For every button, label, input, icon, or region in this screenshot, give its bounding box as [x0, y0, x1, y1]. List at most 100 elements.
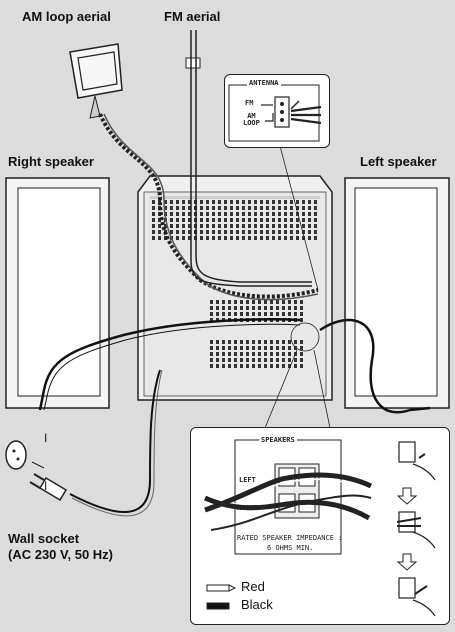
vent-slot	[270, 312, 273, 316]
vent-slot	[282, 352, 285, 356]
vent-slot	[200, 200, 203, 204]
vent-slot	[302, 200, 305, 204]
vent-slot	[282, 312, 285, 316]
vent-slot	[230, 206, 233, 210]
speakers-inset-title: SPEAKERS	[259, 436, 297, 444]
vent-slot	[152, 224, 155, 228]
vent-slot	[282, 346, 285, 350]
vent-slot	[222, 358, 225, 362]
vent-slot	[270, 300, 273, 304]
vent-slot	[314, 200, 317, 204]
vent-slot	[212, 218, 215, 222]
vent-slot	[284, 230, 287, 234]
vent-slot	[276, 352, 279, 356]
vent-slot	[246, 306, 249, 310]
vent-slot	[260, 206, 263, 210]
vent-slot	[308, 218, 311, 222]
vent-slot	[300, 340, 303, 344]
vent-slot	[308, 212, 311, 216]
am-loop-aerial-label: AM loop aerial	[22, 9, 111, 24]
vent-slot	[240, 340, 243, 344]
vent-slot	[218, 200, 221, 204]
vent-slot	[224, 212, 227, 216]
vent-slot	[170, 218, 173, 222]
vent-slot	[258, 352, 261, 356]
vent-slot	[236, 212, 239, 216]
vent-slot	[228, 300, 231, 304]
vent-slot	[284, 200, 287, 204]
vent-slot	[264, 364, 267, 368]
vent-slot	[246, 340, 249, 344]
vent-slot	[278, 224, 281, 228]
vent-slot	[284, 212, 287, 216]
vent-slot	[300, 352, 303, 356]
vent-slot	[252, 312, 255, 316]
vent-slot	[210, 352, 213, 356]
plug-icon	[29, 473, 68, 502]
vent-slot	[228, 352, 231, 356]
vent-slot	[228, 346, 231, 350]
vent-slot	[218, 230, 221, 234]
left-speaker-icon	[344, 177, 450, 409]
vent-slot	[222, 340, 225, 344]
vent-slot	[282, 364, 285, 368]
vent-slot	[152, 212, 155, 216]
vent-slot	[308, 230, 311, 234]
vent-slot	[296, 206, 299, 210]
vent-slot	[252, 340, 255, 344]
vent-slot	[254, 212, 257, 216]
vent-slot	[242, 200, 245, 204]
vent-slot	[200, 236, 203, 240]
vent-slot	[248, 230, 251, 234]
vent-slot	[210, 340, 213, 344]
vent-slot	[230, 212, 233, 216]
vent-slot	[260, 212, 263, 216]
vent-slot	[288, 300, 291, 304]
vent-slot	[158, 236, 161, 240]
vent-slot	[234, 364, 237, 368]
vent-slot	[164, 206, 167, 210]
vent-slot	[236, 230, 239, 234]
vent-slot	[288, 358, 291, 362]
vent-slot	[240, 312, 243, 316]
vent-slot	[200, 206, 203, 210]
antenna-inset-title: ANTENNA	[247, 79, 281, 87]
vent-slot	[296, 236, 299, 240]
vent-slot	[164, 224, 167, 228]
vent-slot	[230, 236, 233, 240]
vent-slot	[182, 212, 185, 216]
vent-slot	[246, 300, 249, 304]
vent-slot	[222, 312, 225, 316]
vent-slot	[258, 346, 261, 350]
vent-slot	[228, 358, 231, 362]
svg-text:I: I	[44, 479, 47, 493]
vent-slot	[300, 358, 303, 362]
vent-slot	[260, 218, 263, 222]
vent-slot	[176, 218, 179, 222]
vent-slot	[224, 200, 227, 204]
vent-slot	[234, 312, 237, 316]
vent-slot	[296, 230, 299, 234]
vent-slot	[290, 206, 293, 210]
vent-slot	[210, 300, 213, 304]
vent-slot	[248, 206, 251, 210]
vent-slot	[266, 200, 269, 204]
vent-slot	[176, 224, 179, 228]
vent-slot	[288, 312, 291, 316]
vent-slot	[222, 346, 225, 350]
vent-slot	[282, 306, 285, 310]
vent-slot	[228, 364, 231, 368]
vent-slot	[258, 300, 261, 304]
vent-slot	[264, 346, 267, 350]
vent-slot	[234, 306, 237, 310]
vent-slot	[158, 218, 161, 222]
vent-slot	[300, 318, 303, 322]
antenna-fm-label: FM	[245, 99, 254, 107]
impedance-line-1: RATED SPEAKER IMPEDANCE :	[237, 534, 343, 542]
vent-slot	[206, 236, 209, 240]
vent-slot	[236, 218, 239, 222]
vent-slot	[284, 218, 287, 222]
vent-slot	[212, 212, 215, 216]
vent-slot	[218, 224, 221, 228]
